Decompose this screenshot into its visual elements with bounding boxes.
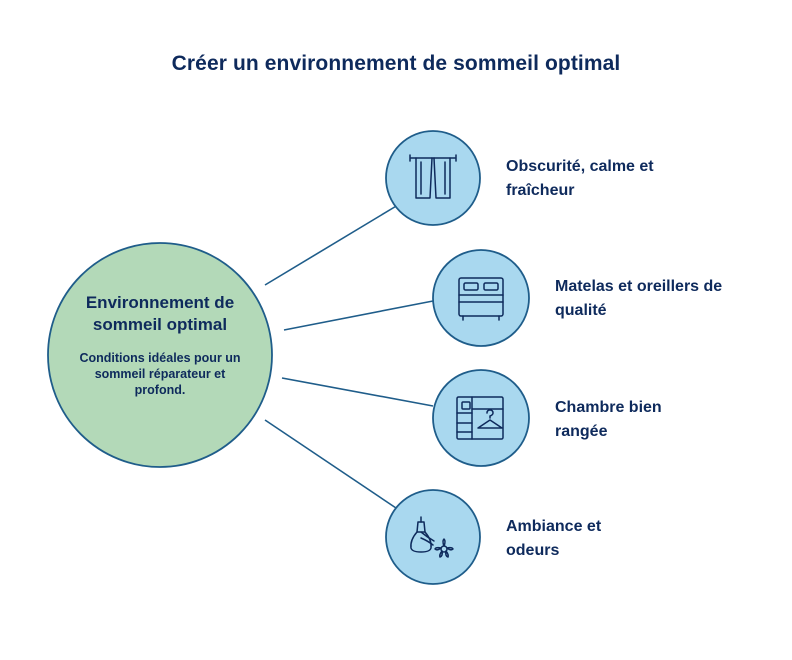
connector-line <box>264 419 397 509</box>
connector-line <box>264 204 399 286</box>
diffuser-flower-icon <box>410 516 454 558</box>
curtain-icon <box>409 154 457 199</box>
node-label-ambiance: Ambiance et odeurs <box>506 518 602 559</box>
node-label-darkness: Obscurité, calme et fraîcheur <box>506 158 654 199</box>
center-title: Environnement de sommeil optimal <box>85 293 235 334</box>
node-circle-bedding <box>432 249 530 347</box>
node-circle-tidy-room <box>432 369 530 467</box>
center-description: Conditions idéales pour un sommeil répar… <box>79 351 241 397</box>
center-circle <box>47 242 273 468</box>
connector-line <box>283 300 434 331</box>
flower-icon <box>434 538 454 558</box>
node-label-tidy-room: Chambre bien rangée <box>555 399 662 440</box>
node-circle-ambiance <box>385 489 481 585</box>
wardrobe-icon <box>456 396 504 440</box>
center-node: Environnement de sommeil optimal Conditi… <box>60 292 260 398</box>
diagram-title: Créer un environnement de sommeil optima… <box>171 52 621 75</box>
connector-line <box>281 377 434 407</box>
node-circle-darkness <box>385 130 481 226</box>
bed-icon <box>458 277 504 321</box>
node-label-bedding: Matelas et oreillers de qualité <box>555 278 723 319</box>
